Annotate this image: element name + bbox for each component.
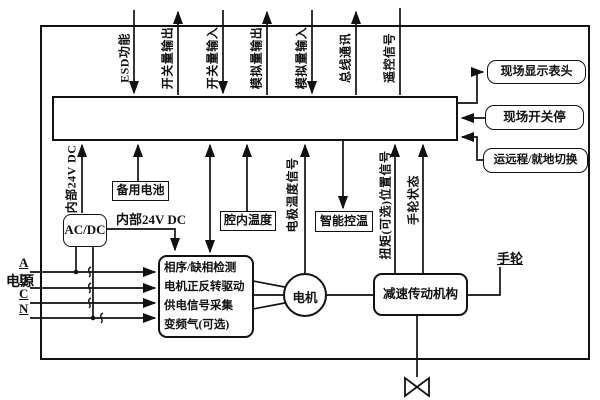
smart-temp-control-box: 智能控温 <box>315 211 373 232</box>
label-switch-output: 开关量输出 <box>160 26 175 90</box>
handwheel-label: 手轮 <box>497 251 524 266</box>
display-head-box: 现场显示表头 <box>487 60 586 84</box>
power-board-line: 电机正反转驱动 <box>164 280 245 293</box>
cavity-temp-box: 腔内温度 <box>220 211 276 231</box>
power-board-box: 相序/缺相检测 电机正反转驱动 供电信号采集 变频气(可选) <box>158 255 254 338</box>
phase-n-label: N <box>19 301 29 316</box>
power-board-line: 供电信号采集 <box>164 299 233 312</box>
acdc-converter-box: AC/DC <box>63 214 107 247</box>
remote-local-switch-box: 运远程/就地切换 <box>483 148 588 173</box>
label-esd-function: ESD功能 <box>117 33 132 83</box>
phase-b-label: B <box>19 271 28 286</box>
label-analog-input: 模拟量输入 <box>294 26 309 90</box>
label-switch-input: 开关量输入 <box>205 26 220 90</box>
valve-icon <box>404 376 430 398</box>
label-electrode-temp-signal: 电极温度信号 <box>285 157 300 233</box>
backup-battery-box: 备用电池 <box>112 181 169 201</box>
actuator-enclosure-border <box>40 25 590 360</box>
label-remote-control-signal: 遥控信号 <box>382 32 397 84</box>
label-handwheel-status: 手轮状态 <box>406 174 421 226</box>
power-board-line: 相序/缺相检测 <box>164 261 237 274</box>
label-analog-output: 模拟量输出 <box>249 26 264 90</box>
label-internal-24v: 内部24V DC <box>116 212 187 227</box>
gear-unit-box: 减速传动机构 <box>373 273 468 316</box>
motor-label: 电机 <box>292 291 318 305</box>
phase-a-label: A <box>19 255 29 270</box>
label-torque-position-signal: 扭矩(可选)位置信号 <box>378 150 393 260</box>
phase-c-label: C <box>19 286 29 301</box>
power-board-line: 变频气(可选) <box>164 318 230 331</box>
label-internal-24v-vertical: 内部24V DC <box>64 144 79 214</box>
label-bus-communication: 总线通讯 <box>338 32 353 84</box>
local-switch-box: 现场开关停 <box>485 105 584 130</box>
main-control-board-box <box>52 96 458 141</box>
